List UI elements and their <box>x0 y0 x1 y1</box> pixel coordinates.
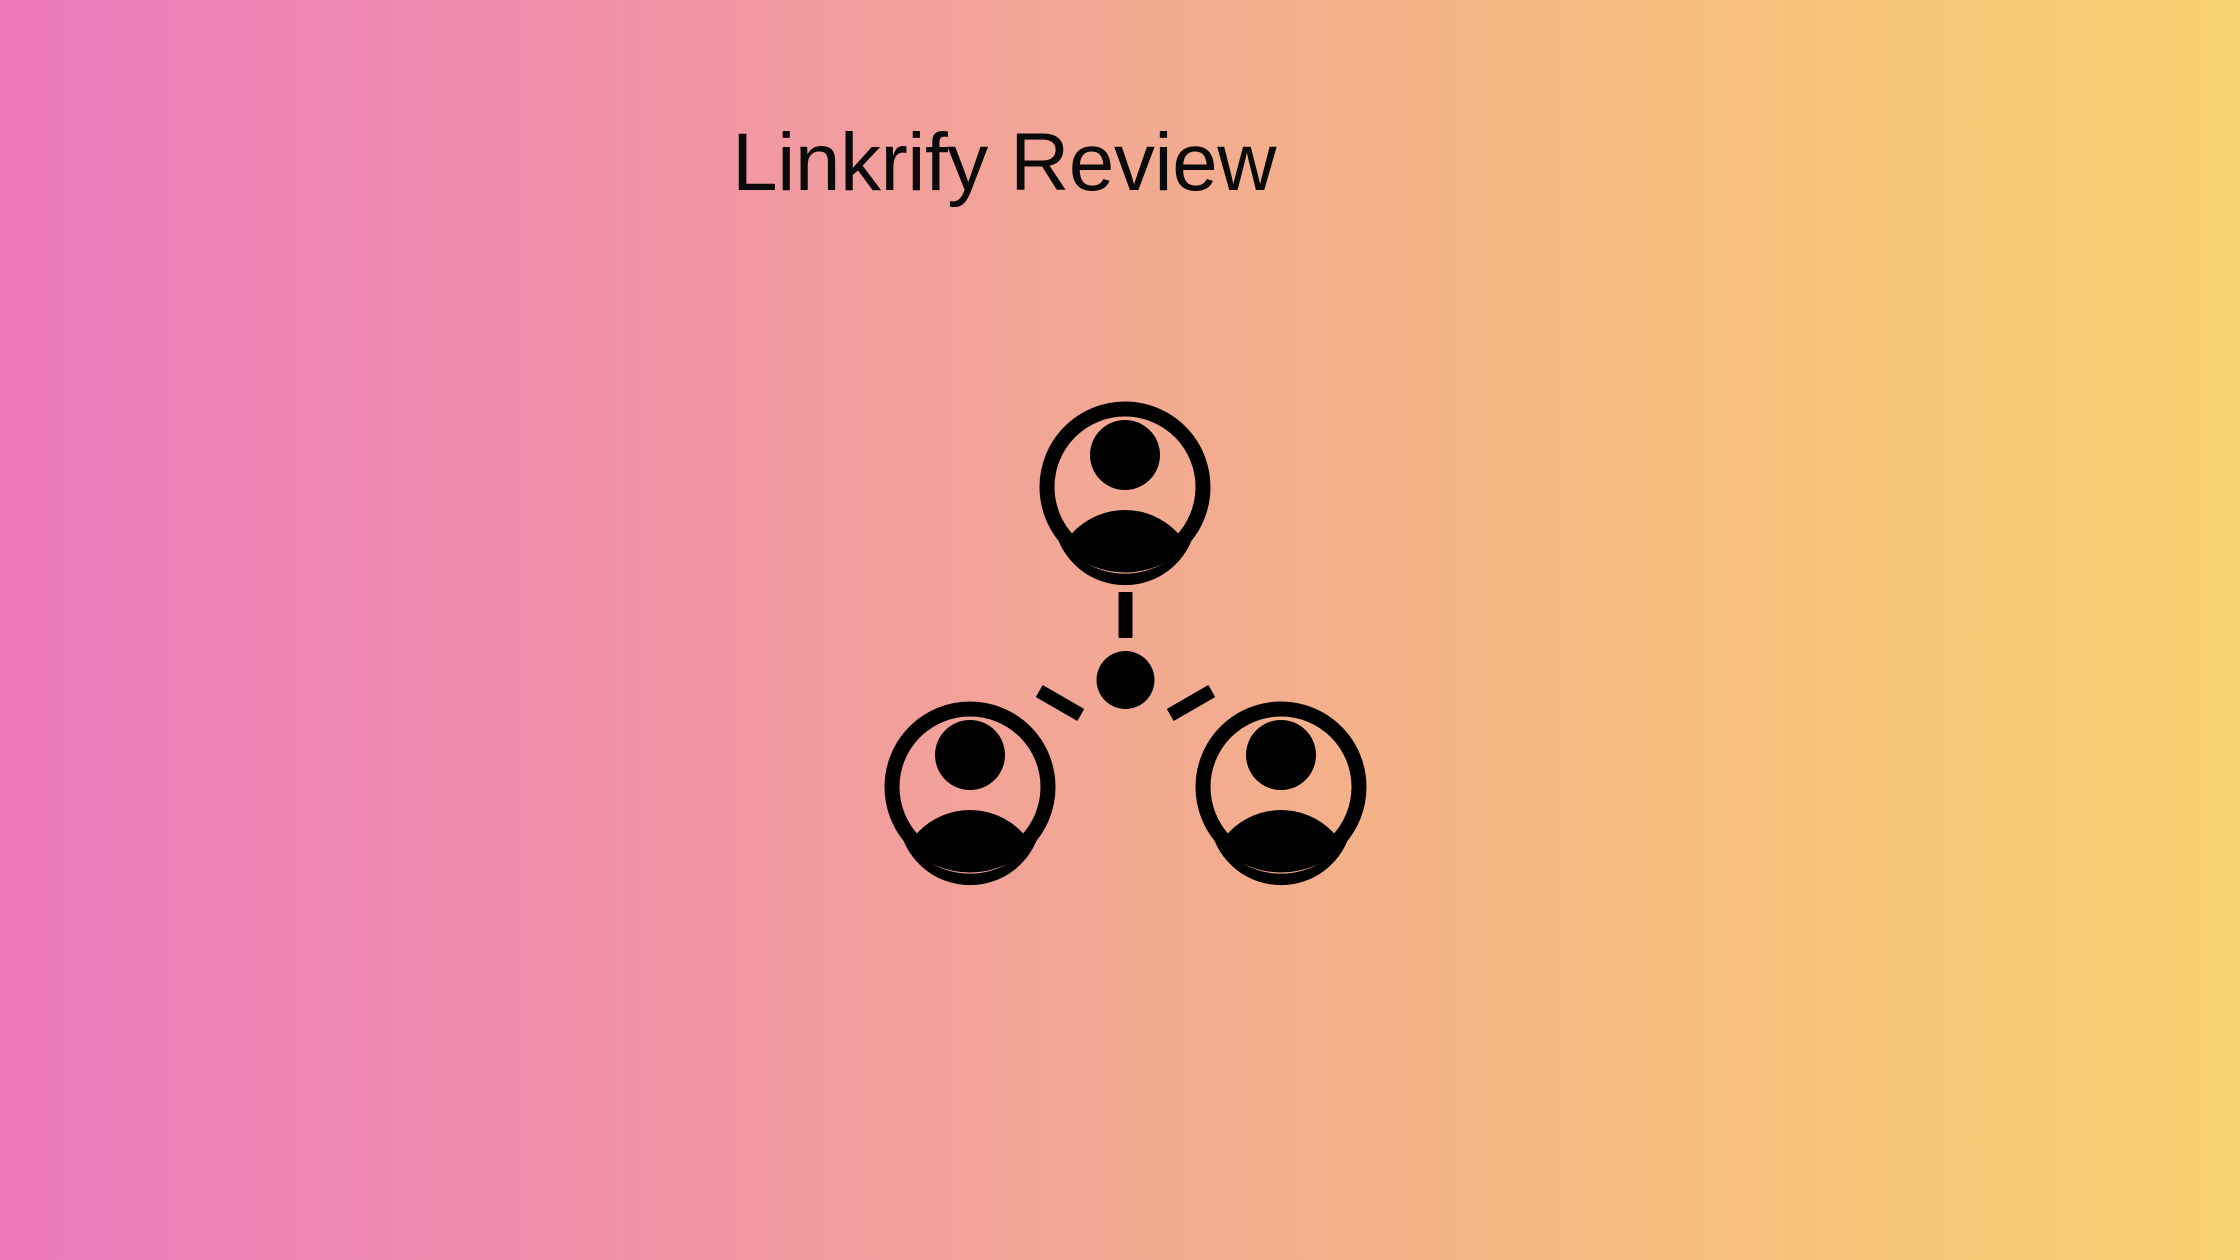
network-connections-icon <box>855 370 1395 910</box>
person-avatar-bottom-right <box>1195 701 1367 886</box>
person-avatar-top <box>1039 401 1211 586</box>
avatar-head-bottom-right <box>1246 720 1316 790</box>
page-title: Linkrify Review <box>732 117 1276 208</box>
person-avatar-bottom-left <box>884 701 1056 886</box>
dashed-link-to-bottom-right <box>1167 685 1215 721</box>
network-icon-svg <box>884 401 1367 886</box>
dashed-link-to-top <box>1118 592 1133 638</box>
avatar-body-overflow-bottom-right <box>1211 830 1351 886</box>
avatar-ring-bottom-left <box>884 701 1056 873</box>
avatar-body-bottom-left <box>898 810 1042 865</box>
dashed-link-to-bottom-left <box>1036 685 1084 721</box>
avatar-ring-bottom-right <box>1195 701 1367 873</box>
avatar-body-overflow-top <box>1055 530 1195 586</box>
avatar-body-top <box>1053 510 1197 565</box>
avatar-body-bottom-right <box>1209 810 1353 865</box>
avatar-body-overflow-bottom-left <box>900 830 1040 886</box>
avatar-head-top <box>1090 420 1160 490</box>
connector-group <box>1036 592 1215 721</box>
avatar-ring-top <box>1039 401 1211 573</box>
center-hub-dot <box>1096 651 1155 709</box>
avatar-head-bottom-left <box>935 720 1005 790</box>
